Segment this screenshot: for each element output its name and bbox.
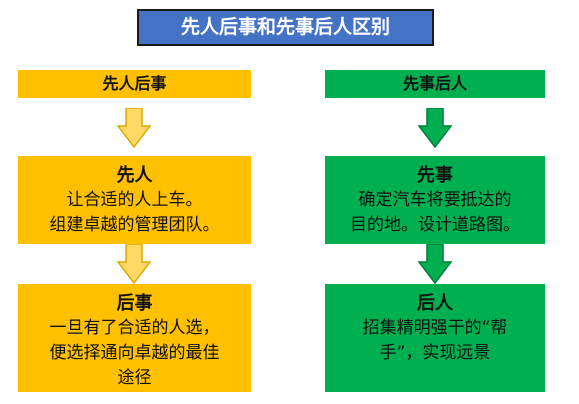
down-arrow-icon [117,244,151,284]
left-step2-line: 一旦有了合适的人选， [49,318,220,338]
right-step2-card: 后人 招集精明强干的“帮 手”，实现远景 [325,284,545,392]
right-step2-line: 招集精明强干的“帮 [362,318,508,338]
right-step1-title: 先事 [417,165,453,186]
left-step1-line: 组建卓越的管理团队。 [49,215,220,235]
down-arrow-icon [418,108,452,148]
left-step1-card: 先人 让合适的人上车。 组建卓越的管理团队。 [18,156,251,244]
down-arrow-icon [117,108,151,148]
left-step1-line: 让合适的人上车。 [66,190,203,210]
left-step2-line: 途径 [117,368,152,388]
right-step1-line: 确定汽车将要抵达的 [358,190,512,210]
right-step1-card: 先事 确定汽车将要抵达的 目的地。设计道路图。 [325,156,545,244]
left-step2-card: 后事 一旦有了合适的人选， 便选择通向卓越的最佳 途径 [18,284,251,392]
right-step2-line: 手”，实现远景 [379,343,491,363]
left-header: 先人后事 [18,70,251,98]
left-step2-line: 便选择通向卓越的最佳 [49,343,220,363]
right-step1-line: 目的地。设计道路图。 [350,215,520,235]
down-arrow-icon [418,244,452,284]
right-header: 先事后人 [325,70,545,98]
right-step2-title: 后人 [417,293,453,314]
left-step2-title: 后事 [116,293,153,314]
left-step1-title: 先人 [116,165,153,186]
diagram-title: 先人后事和先事后人区别 [137,9,434,46]
